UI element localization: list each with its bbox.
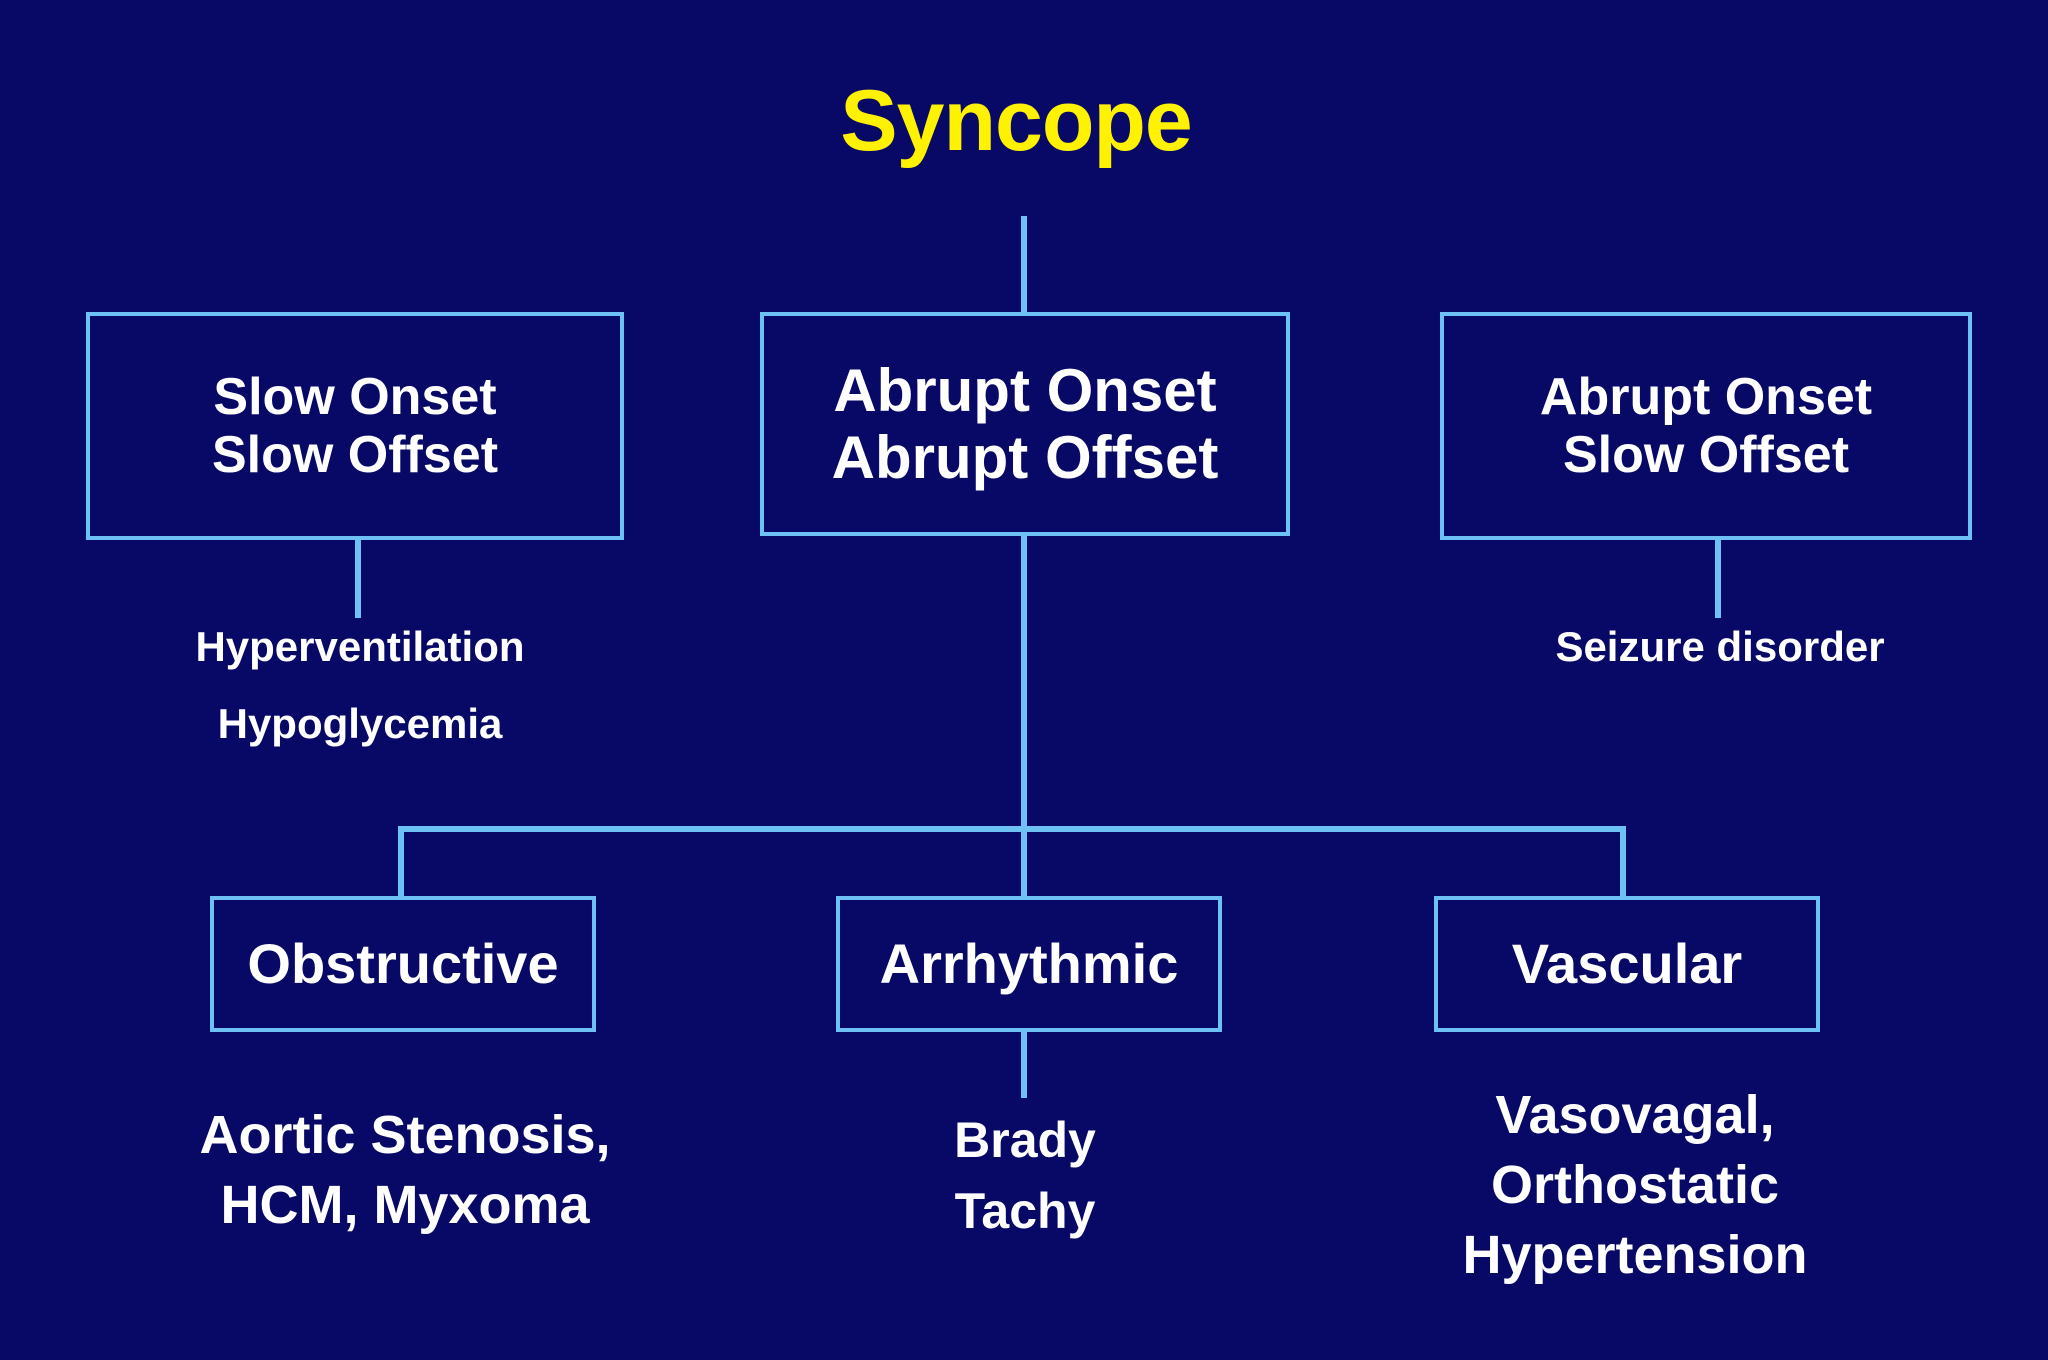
box-abrupt-onset-slow-offset-line2: Slow Offset [1562, 426, 1850, 484]
connector-drop-obstructive [398, 826, 404, 898]
label-vascular-examples-line2: Orthostatic [1490, 1155, 1780, 1216]
box-obstructive-label: Obstructive [247, 931, 559, 995]
page-title: Syncope [0, 78, 2048, 164]
connector-root-to-abrupt-abrupt [1021, 216, 1027, 314]
label-vascular-examples-line1: Vasovagal, [1495, 1085, 1775, 1145]
label-arrhythmic-examples-line1: Brady [954, 1112, 1096, 1168]
box-abrupt-onset-abrupt-offset-line1: Abrupt Onset [833, 356, 1217, 424]
label-slow-onset-examples-line1: Hyperventilation [195, 623, 525, 670]
label-arrhythmic-examples-line2: Tachy [954, 1183, 1096, 1239]
box-abrupt-onset-slow-offset[interactable]: Abrupt Onset Slow Offset [1440, 312, 1972, 540]
box-arrhythmic[interactable]: Arrhythmic [836, 896, 1222, 1032]
box-slow-onset-slow-offset-line1: Slow Onset [213, 367, 497, 426]
label-arrhythmic-examples: Brady Tachy [830, 1108, 1220, 1244]
box-obstructive[interactable]: Obstructive [210, 896, 596, 1032]
box-slow-onset-slow-offset[interactable]: Slow Onset Slow Offset [86, 312, 624, 540]
connector-bottom-distribution-bar [398, 826, 1626, 832]
label-obstructive-examples: Aortic Stenosis, HCM, Myxoma [100, 1100, 710, 1240]
box-abrupt-onset-slow-offset-line1: Abrupt Onset [1539, 367, 1873, 426]
label-obstructive-examples-line2: HCM, Myxoma [220, 1175, 590, 1236]
box-arrhythmic-label: Arrhythmic [879, 931, 1179, 995]
label-slow-onset-examples-line2: Hypoglycemia [217, 699, 503, 747]
connector-drop-vascular [1620, 826, 1626, 898]
connector-slow-slow-to-notes [355, 540, 361, 618]
label-obstructive-examples-line1: Aortic Stenosis, [199, 1105, 611, 1165]
label-seizure-disorder: Seizure disorder [1420, 620, 2020, 675]
label-vascular-examples: Vasovagal, Orthostatic Hypertension [1400, 1080, 1870, 1291]
connector-arrhythmic-to-notes [1021, 1032, 1027, 1098]
box-abrupt-onset-abrupt-offset[interactable]: Abrupt Onset Abrupt Offset [760, 312, 1290, 536]
label-slow-onset-examples: Hyperventilation Hypoglycemia [60, 620, 660, 751]
box-slow-onset-slow-offset-line2: Slow Offset [211, 426, 499, 484]
connector-drop-arrhythmic [1021, 826, 1027, 898]
box-vascular-label: Vascular [1511, 931, 1743, 995]
label-seizure-disorder-line1: Seizure disorder [1555, 623, 1885, 670]
box-abrupt-onset-abrupt-offset-line2: Abrupt Offset [831, 424, 1219, 491]
page-title-text: Syncope [840, 73, 1192, 169]
connector-abrupt-abrupt-trunk [1021, 536, 1027, 830]
connector-abrupt-slow-to-notes [1715, 540, 1721, 618]
label-vascular-examples-line3: Hypertension [1462, 1225, 1808, 1286]
box-vascular[interactable]: Vascular [1434, 896, 1820, 1032]
